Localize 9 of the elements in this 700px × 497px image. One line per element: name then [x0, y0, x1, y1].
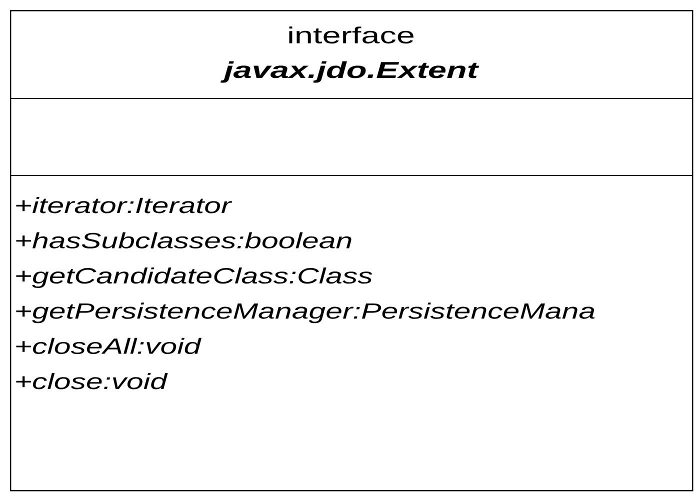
attribute-compartment	[10, 98, 694, 176]
operation-text: +hasSubclasses:boolean	[16, 232, 352, 248]
operation-text: +getCandidateClass:Class	[16, 267, 372, 288]
operation-text: +getPersistenceManager:PersistenceMana	[16, 302, 595, 324]
operation-text: +closeAll:void	[16, 338, 202, 354]
stereotype-label: interface	[289, 26, 414, 44]
operation-text: +close:void	[16, 373, 168, 390]
class-name: javax.jdo.Extent	[220, 61, 480, 83]
operation-text: +iterator:Iterator	[16, 197, 232, 214]
